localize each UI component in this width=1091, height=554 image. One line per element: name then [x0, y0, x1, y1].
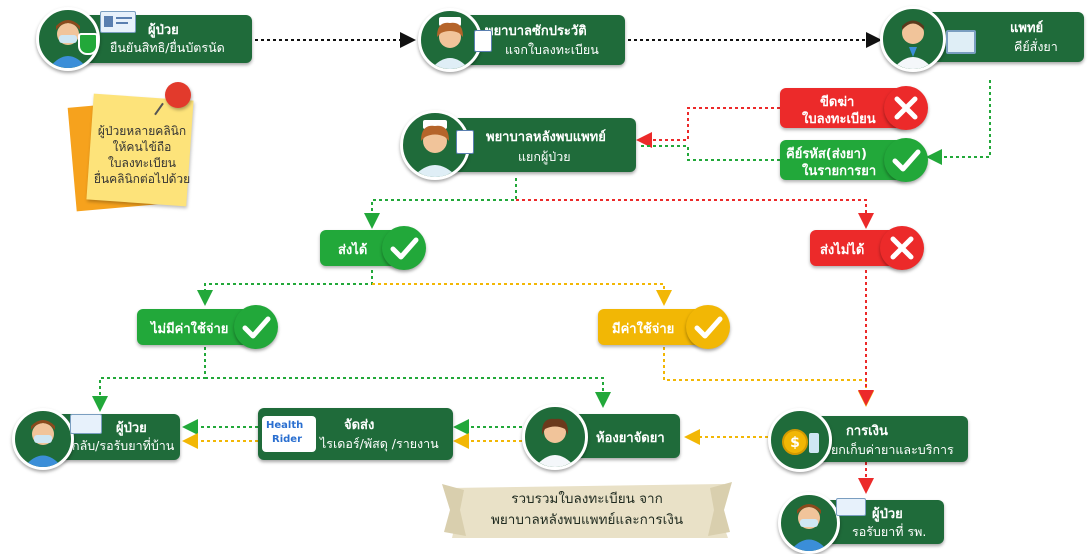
health-rider-logo-icon: Health Rider [262, 416, 316, 452]
note-line-2: ให้คนไข้ถือ [112, 140, 172, 154]
finance-sub: เรียกเก็บค่ายาและบริการ [820, 442, 954, 457]
doctor-sub: คีย์สั่งยา [1014, 39, 1058, 54]
pharmacy-title: ห้องยาจัดยา [596, 431, 665, 446]
connector-cansend-to-hascost [372, 283, 672, 306]
cross-icon-cannotsend [880, 226, 924, 270]
connector-crossout-to-nurse [636, 107, 780, 148]
note-line-3: ใบลงทะเบียน [108, 156, 176, 170]
check-icon-nocost [234, 305, 278, 349]
doctor-title: แพทย์ [1010, 21, 1044, 36]
pharmacist-icon [522, 404, 588, 470]
has-cost-label: มีค่าใช้จ่าย [612, 322, 675, 337]
nurse-after-icon [400, 110, 470, 180]
cross-out-line2: ใบลงทะเบียน [802, 112, 876, 127]
patient-checkin-sub: ยืนยันสิทธิ/ยื่นบัตรนัด [110, 40, 225, 55]
patient-home-title: ผู้ป่วย [116, 421, 147, 436]
id-card-icon-home [70, 414, 102, 434]
coin-money-icon: $ [768, 408, 832, 472]
nurse-after-title: พยาบาลหลังพบแพทย์ [486, 130, 606, 145]
check-icon-cansend [382, 226, 426, 270]
connector-doctor-to-keycode [926, 80, 991, 165]
svg-text:$: $ [790, 435, 800, 451]
check-icon [884, 138, 928, 182]
nurse-icon [418, 8, 482, 72]
cannot-send-label: ส่งไม่ได้ [820, 243, 865, 258]
patient-hospital-avatar-icon [778, 492, 840, 554]
connector-nocost-to-home [92, 347, 206, 412]
check-icon-hascost [686, 305, 730, 349]
id-card-icon-hospital [836, 498, 866, 516]
patient-checkin-title: ผู้ป่วย [148, 23, 179, 38]
key-code-line1: คีย์รหัส(ส่งยา) [786, 147, 867, 162]
no-cost-label: ไม่มีค่าใช้จ่าย [151, 322, 229, 337]
delivery-title: จัดส่ง [344, 418, 375, 433]
connector-keycode-to-nurse [640, 145, 780, 161]
key-code-line2: ในรายการยา [802, 164, 877, 179]
nurse-history-title: พยาบาลซักประวัติ [485, 24, 587, 39]
connector-nocost-to-pharmacy [205, 377, 611, 408]
banner-line1: รวบรวมใบลงทะเบียน จาก [511, 491, 663, 507]
health-rider-line1: Health [266, 420, 304, 431]
nurse-after-sub: แยกผู้ป่วย [518, 149, 571, 164]
collect-forms-banner: รวบรวมใบลงทะเบียน จาก พยาบาลหลังพบแพทย์แ… [442, 480, 732, 542]
note-line-4: ยื่นคลินิกต่อไปด้วย [93, 172, 191, 186]
clipboard-icon [474, 30, 492, 52]
clipboard-icon-2 [456, 130, 474, 154]
connector-cansend-to-nocost [197, 270, 373, 306]
cross-icon [884, 86, 928, 130]
doctor-icon [880, 6, 946, 72]
patient-hospital-title: ผู้ป่วย [872, 507, 903, 522]
pushpin-icon [165, 82, 191, 108]
banner-line2: พยาบาลหลังพบแพทย์และการเงิน [490, 512, 684, 528]
multi-clinic-note: ผู้ป่วยหลายคลินิก ให้คนไข้ถือ ใบลงทะเบีย… [67, 93, 194, 212]
connector-nurse-to-cansend [364, 178, 517, 229]
nurse-history-sub: แจกใบลงทะเบียน [505, 42, 599, 57]
connector-nurse-to-cannotsend [516, 199, 874, 229]
patient-hospital-sub: รอรับยาที่ รพ. [852, 524, 927, 539]
health-rider-line2: Rider [272, 434, 302, 445]
patient-avatar-icon [36, 7, 100, 71]
delivery-sub: ไรเดอร์/พัสดุ /รายงาน [320, 436, 439, 451]
shield-check-icon [78, 33, 98, 55]
id-card-icon [100, 11, 136, 33]
note-line-1: ผู้ป่วยหลายคลินิก [97, 124, 187, 138]
monitor-icon [946, 30, 976, 54]
finance-title: การเงิน [846, 424, 888, 439]
cross-out-line1: ขีดฆ่า [820, 95, 855, 110]
patient-home-avatar-icon [12, 408, 74, 470]
no-cost-status: ไม่มีค่าใช้จ่าย [137, 309, 253, 345]
can-send-label: ส่งได้ [338, 243, 368, 258]
connector-hascost-to-finance [663, 347, 874, 407]
patient-home-sub: กลับ/รอรับยาที่บ้าน [72, 438, 175, 453]
